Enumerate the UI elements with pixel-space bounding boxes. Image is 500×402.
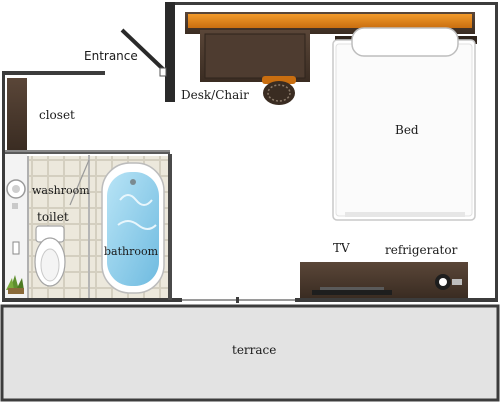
toilet-icon <box>34 225 66 287</box>
refrigerator-icon <box>435 274 462 290</box>
sink-icon <box>6 179 26 209</box>
terrace-area <box>0 304 500 402</box>
label-terrace: terrace <box>232 343 277 357</box>
closet-icon <box>7 78 27 150</box>
bathtub-icon <box>101 162 165 294</box>
room-walls <box>2 2 498 303</box>
door-icon <box>120 28 167 77</box>
desk-icon <box>185 12 475 82</box>
label-toilet: toilet <box>37 210 69 224</box>
plant-icon <box>6 275 24 294</box>
label-entrance: Entrance <box>84 49 138 63</box>
label-tv: TV <box>333 241 350 255</box>
label-refrigerator: refrigerator <box>385 243 458 257</box>
label-bathroom: bathroom <box>104 245 159 258</box>
label-bed: Bed <box>395 123 419 137</box>
chair-icon <box>262 76 296 105</box>
label-washroom: washroom <box>32 184 90 197</box>
label-closet: closet <box>39 108 75 122</box>
label-desk-chair: Desk/Chair <box>181 88 249 102</box>
bed-icon <box>332 27 477 221</box>
